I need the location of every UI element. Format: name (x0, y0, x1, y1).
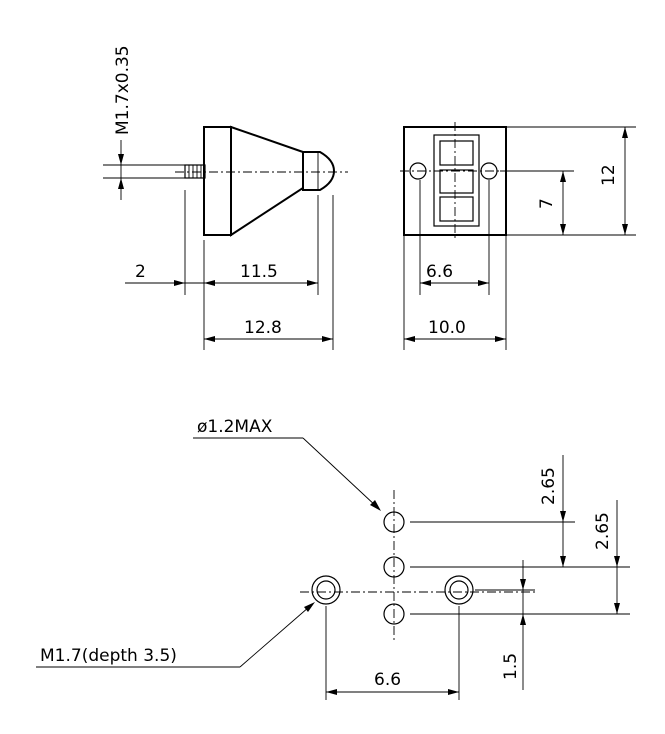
mount-hole-right-inner (449, 580, 469, 600)
dim-6-6-bottom-label: 6.6 (374, 670, 401, 690)
cone (230, 125, 304, 237)
dim-2-65-b-label: 2.65 (593, 512, 613, 550)
flange (203, 126, 232, 236)
mount-thread-label: M1.7(depth 3.5) (40, 646, 177, 666)
pin-hole-middle (383, 556, 405, 578)
mount-hole-left-inner (316, 580, 336, 600)
dim-11-5-label: 11.5 (240, 262, 278, 282)
dim-10-0-label: 10.0 (428, 318, 466, 338)
lens-top (439, 140, 474, 166)
dim-12-8-label: 12.8 (244, 318, 282, 338)
thread-label: M1.7x0.35 (113, 45, 133, 135)
dim-2-65-a-label: 2.65 (539, 467, 559, 505)
side-view: M1.7x0.35 2 11.5 (103, 45, 348, 350)
dim-7-label: 7 (537, 198, 557, 209)
shaft (302, 151, 336, 191)
pin-hole-bottom (383, 603, 405, 625)
mount-hole-left-outer (311, 575, 341, 605)
mount-hole-right-outer (444, 575, 474, 605)
lens-middle (439, 169, 474, 194)
pin-hole-top (383, 511, 405, 533)
hole-pattern: ø1.2MAX 2.65 2.65 (36, 417, 630, 700)
dim-2-label: 2 (135, 262, 146, 282)
lens-bottom (439, 196, 474, 222)
front-view: 6.6 10.0 7 12 (400, 122, 636, 350)
thread-pin (184, 164, 206, 179)
dim-12-label: 12 (599, 164, 619, 186)
dim-1-5-label: 1.5 (501, 653, 521, 680)
hole-dia-label: ø1.2MAX (197, 417, 273, 437)
dim-6-6-top-label: 6.6 (426, 262, 453, 282)
lens-frame (433, 134, 480, 227)
